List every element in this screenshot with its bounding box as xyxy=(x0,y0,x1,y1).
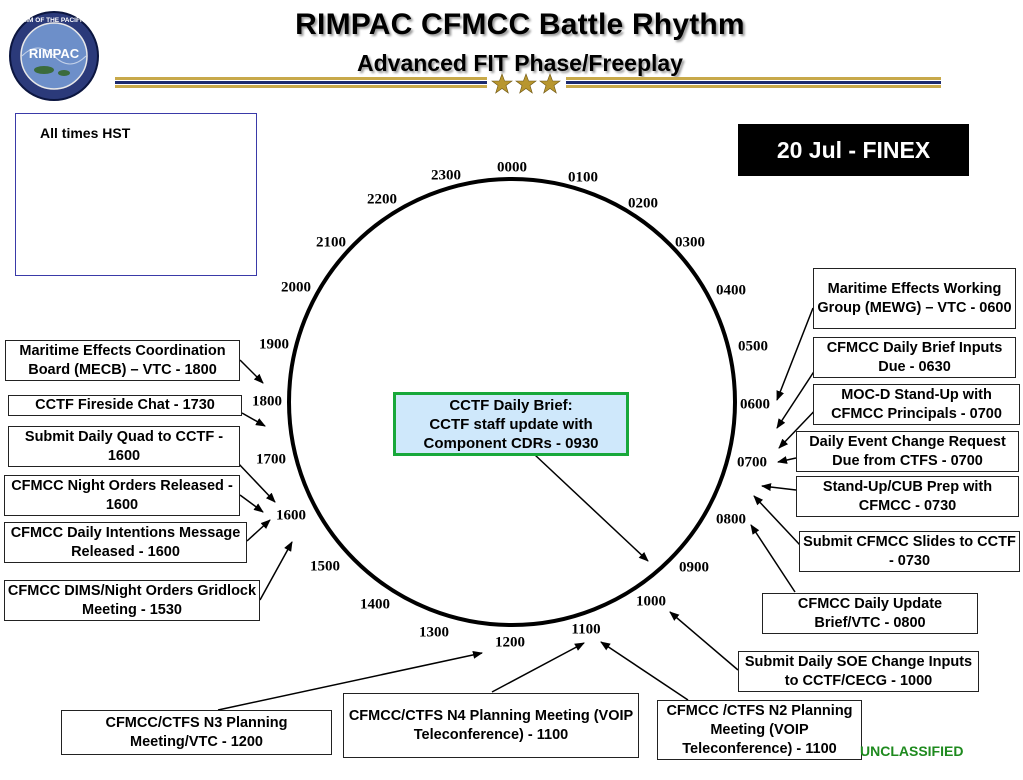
hour-label-0100: 0100 xyxy=(568,169,598,186)
page-title: RIMPAC CFMCC Battle Rhythm xyxy=(295,8,745,41)
header-stripe-right-gold2 xyxy=(566,85,941,88)
connector-dims-gridlock xyxy=(259,541,293,601)
hour-label-1300: 1300 xyxy=(419,624,449,641)
hour-label-1500: 1500 xyxy=(310,558,340,575)
event-daily-event-change: Daily Event Change Request Due from CTFS… xyxy=(796,431,1019,472)
event-fireside-chat: CCTF Fireside Chat - 1730 xyxy=(8,395,242,416)
connector-n3-planning xyxy=(217,650,483,711)
center-event-line3: Component CDRs - 0930 xyxy=(423,434,599,452)
time-zone-note: All times HST xyxy=(40,125,131,141)
event-daily-quad: Submit Daily Quad to CCTF - 1600 xyxy=(8,426,240,467)
connector-daily-brief-inputs xyxy=(776,369,816,429)
hour-label-0400: 0400 xyxy=(716,282,746,299)
rimpac-logo: RIMPAC RIM OF THE PACIFIC xyxy=(9,11,99,101)
header-stripe-left-gold2 xyxy=(115,85,487,88)
hour-label-0800: 0800 xyxy=(716,511,746,528)
hour-label-1000: 1000 xyxy=(636,593,666,610)
event-standup-cub: Stand-Up/CUB Prep with CFMCC - 0730 xyxy=(796,476,1019,517)
connector-n2-planning xyxy=(600,641,689,701)
connector-fireside-chat xyxy=(241,412,266,427)
clock-ring xyxy=(287,177,737,627)
hour-label-1200: 1200 xyxy=(495,634,525,651)
page-subtitle: Advanced FIT Phase/Freeplay xyxy=(357,50,683,76)
svg-text:RIMPAC: RIMPAC xyxy=(29,46,80,61)
connector-standup-cub xyxy=(761,483,797,492)
event-mewg: Maritime Effects Working Group (MEWG) – … xyxy=(813,268,1016,329)
event-daily-intentions: CFMCC Daily Intentions Message Released … xyxy=(4,522,247,563)
hour-label-0600: 0600 xyxy=(740,396,770,413)
event-daily-update: CFMCC Daily Update Brief/VTC - 0800 xyxy=(762,593,978,634)
connector-submit-slides xyxy=(753,495,801,546)
event-mecb: Maritime Effects Coordination Board (MEC… xyxy=(5,340,240,381)
event-n2-planning: CFMCC /CTFS N2 Planning Meeting (VOIP Te… xyxy=(657,700,862,760)
stars-icon xyxy=(491,73,561,94)
hour-label-1600: 1600 xyxy=(276,507,306,524)
event-dims-gridlock: CFMCC DIMS/Night Orders Gridlock Meeting… xyxy=(4,580,260,621)
connector-soe-change xyxy=(669,611,739,671)
event-daily-brief-inputs: CFMCC Daily Brief Inputs Due - 0630 xyxy=(813,337,1016,378)
center-event-line1: CCTF Daily Brief: xyxy=(449,396,573,414)
header-stripe-left-gold xyxy=(115,77,487,80)
event-n4-planning: CFMCC/CTFS N4 Planning Meeting (VOIP Tel… xyxy=(343,693,639,758)
svg-text:RIM OF THE PACIFIC: RIM OF THE PACIFIC xyxy=(22,17,87,24)
header-stripe-right-blue xyxy=(566,81,941,84)
connector-daily-event-change xyxy=(777,456,797,464)
header-stripe-left-blue xyxy=(115,81,487,84)
hour-label-1400: 1400 xyxy=(360,596,390,613)
connector-mewg xyxy=(776,307,814,401)
event-soe-change: Submit Daily SOE Change Inputs to CCTF/C… xyxy=(738,651,979,692)
connector-n4-planning xyxy=(491,642,585,693)
event-night-orders: CFMCC Night Orders Released - 1600 xyxy=(4,475,240,516)
connector-daily-quad xyxy=(236,461,276,503)
date-badge: 20 Jul - FINEX xyxy=(738,124,969,176)
connector-center-brief xyxy=(534,454,649,562)
hour-label-0700: 0700 xyxy=(737,454,767,471)
connector-daily-update xyxy=(750,524,796,593)
hour-label-0500: 0500 xyxy=(738,338,768,355)
connector-daily-intentions xyxy=(246,519,271,542)
connector-mecb xyxy=(239,359,264,384)
hour-label-0300: 0300 xyxy=(675,234,705,251)
hour-label-2300: 2300 xyxy=(431,167,461,184)
center-event-box: CCTF Daily Brief: CCTF staff update with… xyxy=(393,392,629,456)
hour-label-1700: 1700 xyxy=(256,451,286,468)
classification-marking: UNCLASSIFIED xyxy=(860,743,964,759)
event-submit-slides: Submit CFMCC Slides to CCTF - 0730 xyxy=(799,531,1020,572)
hour-label-0200: 0200 xyxy=(628,195,658,212)
hour-label-1800: 1800 xyxy=(252,393,282,410)
hour-label-0900: 0900 xyxy=(679,559,709,576)
hour-label-2100: 2100 xyxy=(316,234,346,251)
hour-label-2000: 2000 xyxy=(281,279,311,296)
hour-label-2200: 2200 xyxy=(367,191,397,208)
notes-box: All times HST xyxy=(15,113,257,276)
hour-label-0000: 0000 xyxy=(497,159,527,176)
hour-label-1100: 1100 xyxy=(571,621,601,638)
header-stripe-right-gold xyxy=(566,77,941,80)
connector-night-orders xyxy=(239,494,264,513)
event-mocd-standup: MOC-D Stand-Up with CFMCC Principals - 0… xyxy=(813,384,1020,425)
event-n3-planning: CFMCC/CTFS N3 Planning Meeting/VTC - 120… xyxy=(61,710,332,755)
center-event-line2: CCTF staff update with xyxy=(429,415,593,433)
hour-label-1900: 1900 xyxy=(259,336,289,353)
